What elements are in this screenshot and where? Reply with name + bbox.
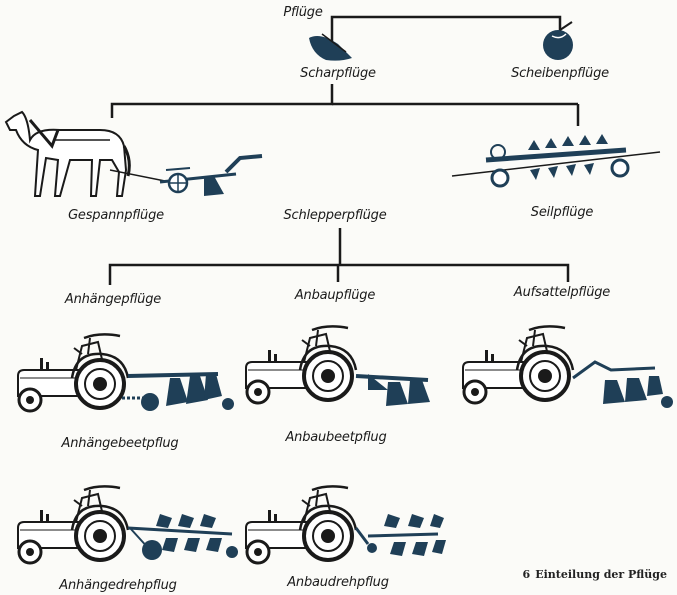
trailed-reversible-plow-tractor-icon <box>16 484 238 565</box>
tree-lines <box>108 15 580 285</box>
horse-drawn-plows-label: Gespannpflüge <box>68 208 164 223</box>
trailed-plows-label: Anhängepflüge <box>64 292 162 307</box>
semi-mounted-plows-label: Aufsattelpflüge <box>513 285 611 300</box>
mounted-reversible-plow-label: Anbaudrehpflug <box>287 575 389 590</box>
trailed-reversible-plow-label: Anhängedrehpflug <box>59 578 177 593</box>
cable-plows-label: Seilpflüge <box>530 205 594 220</box>
mounted-plow-tractor-icon <box>244 324 430 406</box>
mounted-reversible-plow-tractor-icon <box>244 484 446 565</box>
figure-caption-text: Einteilung der Pflüge <box>535 568 667 581</box>
disc-plow-icon <box>543 21 573 60</box>
semi-mounted-plow-tractor-icon <box>461 324 673 408</box>
mounted-bed-plow-label: Anbaubeetpflug <box>285 430 387 445</box>
cable-plow-icon <box>451 134 661 188</box>
root-label: Pflüge <box>283 5 323 20</box>
horse-drawn-plow-icon <box>4 110 263 197</box>
trailed-bed-plow-label: Anhängebeetpflug <box>61 436 179 451</box>
figure-number: 6 <box>522 568 531 581</box>
trailed-plow-tractor-icon <box>16 332 234 413</box>
tractor-plows-label: Schlepperpflüge <box>283 208 387 223</box>
figure-caption: 6 Einteilung der Pflüge <box>523 568 667 581</box>
moldboard-plows-label: Scharpflüge <box>300 66 376 81</box>
disc-plows-label: Scheibenpflüge <box>511 66 609 81</box>
moldboard-plow-icon <box>309 33 352 61</box>
mounted-plows-label: Anbaupflüge <box>294 288 376 303</box>
